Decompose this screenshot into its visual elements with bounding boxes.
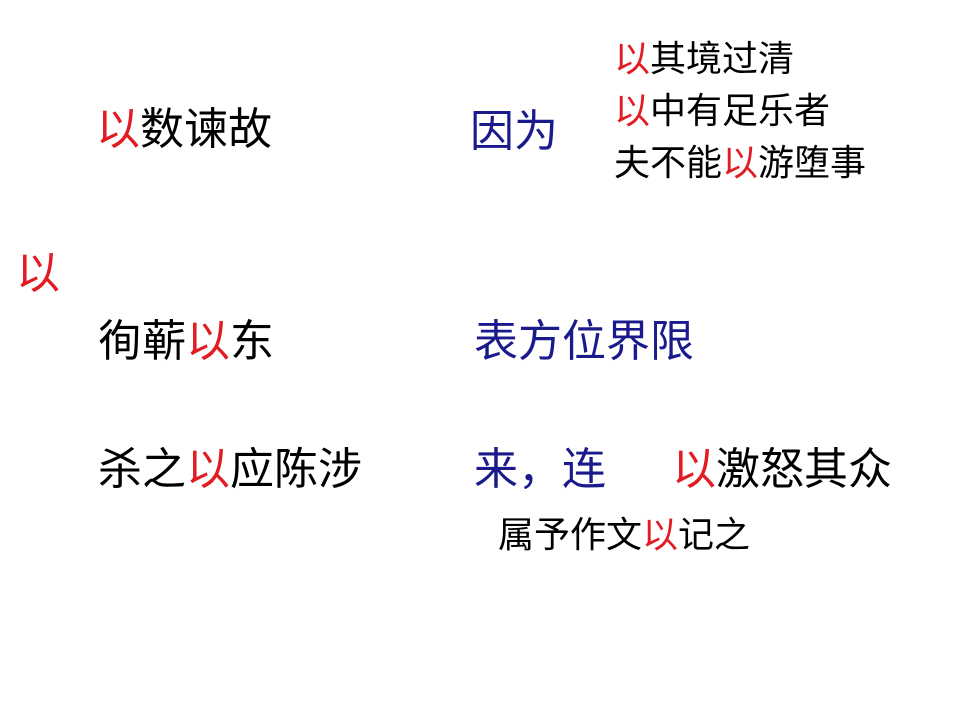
sub-example-5: 属予作文以记之: [498, 518, 750, 554]
sub-example-4: 以激怒其众: [672, 448, 892, 492]
highlighted-char: 以: [614, 39, 651, 80]
highlighted-char: 以: [722, 143, 759, 184]
example-text-post: 记之: [678, 515, 751, 556]
example-text-pre: 杀之: [98, 444, 186, 495]
sub-example-3: 夫不能以游堕事: [614, 146, 866, 182]
example-text-post: 应陈涉: [230, 444, 362, 495]
example-text-pre: 属予作文: [498, 515, 643, 556]
sub-example-2: 以中有足乐者: [614, 94, 830, 130]
example-text-post: 东: [230, 316, 274, 367]
meaning-label-2: 表方位界限: [474, 316, 694, 367]
example-sentence-1: 以数谏故: [96, 108, 272, 152]
example-text-post: 其境过清: [650, 39, 795, 80]
meaning-label-3: 来，连: [474, 444, 606, 495]
highlighted-char: 以: [96, 104, 140, 155]
highlighted-char: 以: [614, 91, 651, 132]
highlighted-char: 以: [186, 316, 230, 367]
meaning-label-1: 因为: [470, 106, 558, 157]
example-text-pre: 徇蕲: [98, 316, 186, 367]
example-text-pre: 夫不能: [614, 143, 723, 184]
sub-example-1: 以其境过清: [614, 42, 794, 78]
highlighted-char: 以: [186, 444, 230, 495]
example-text-post: 中有足乐者: [650, 91, 831, 132]
example-text-post: 游堕事: [758, 143, 867, 184]
example-sentence-3: 杀之以应陈涉: [98, 448, 362, 492]
main-character: 以: [16, 248, 60, 299]
example-text-post: 数谏故: [140, 104, 272, 155]
highlighted-char: 以: [672, 444, 716, 495]
example-sentence-2: 徇蕲以东: [98, 320, 274, 364]
highlighted-char: 以: [642, 515, 679, 556]
example-text-post: 激怒其众: [716, 444, 892, 495]
